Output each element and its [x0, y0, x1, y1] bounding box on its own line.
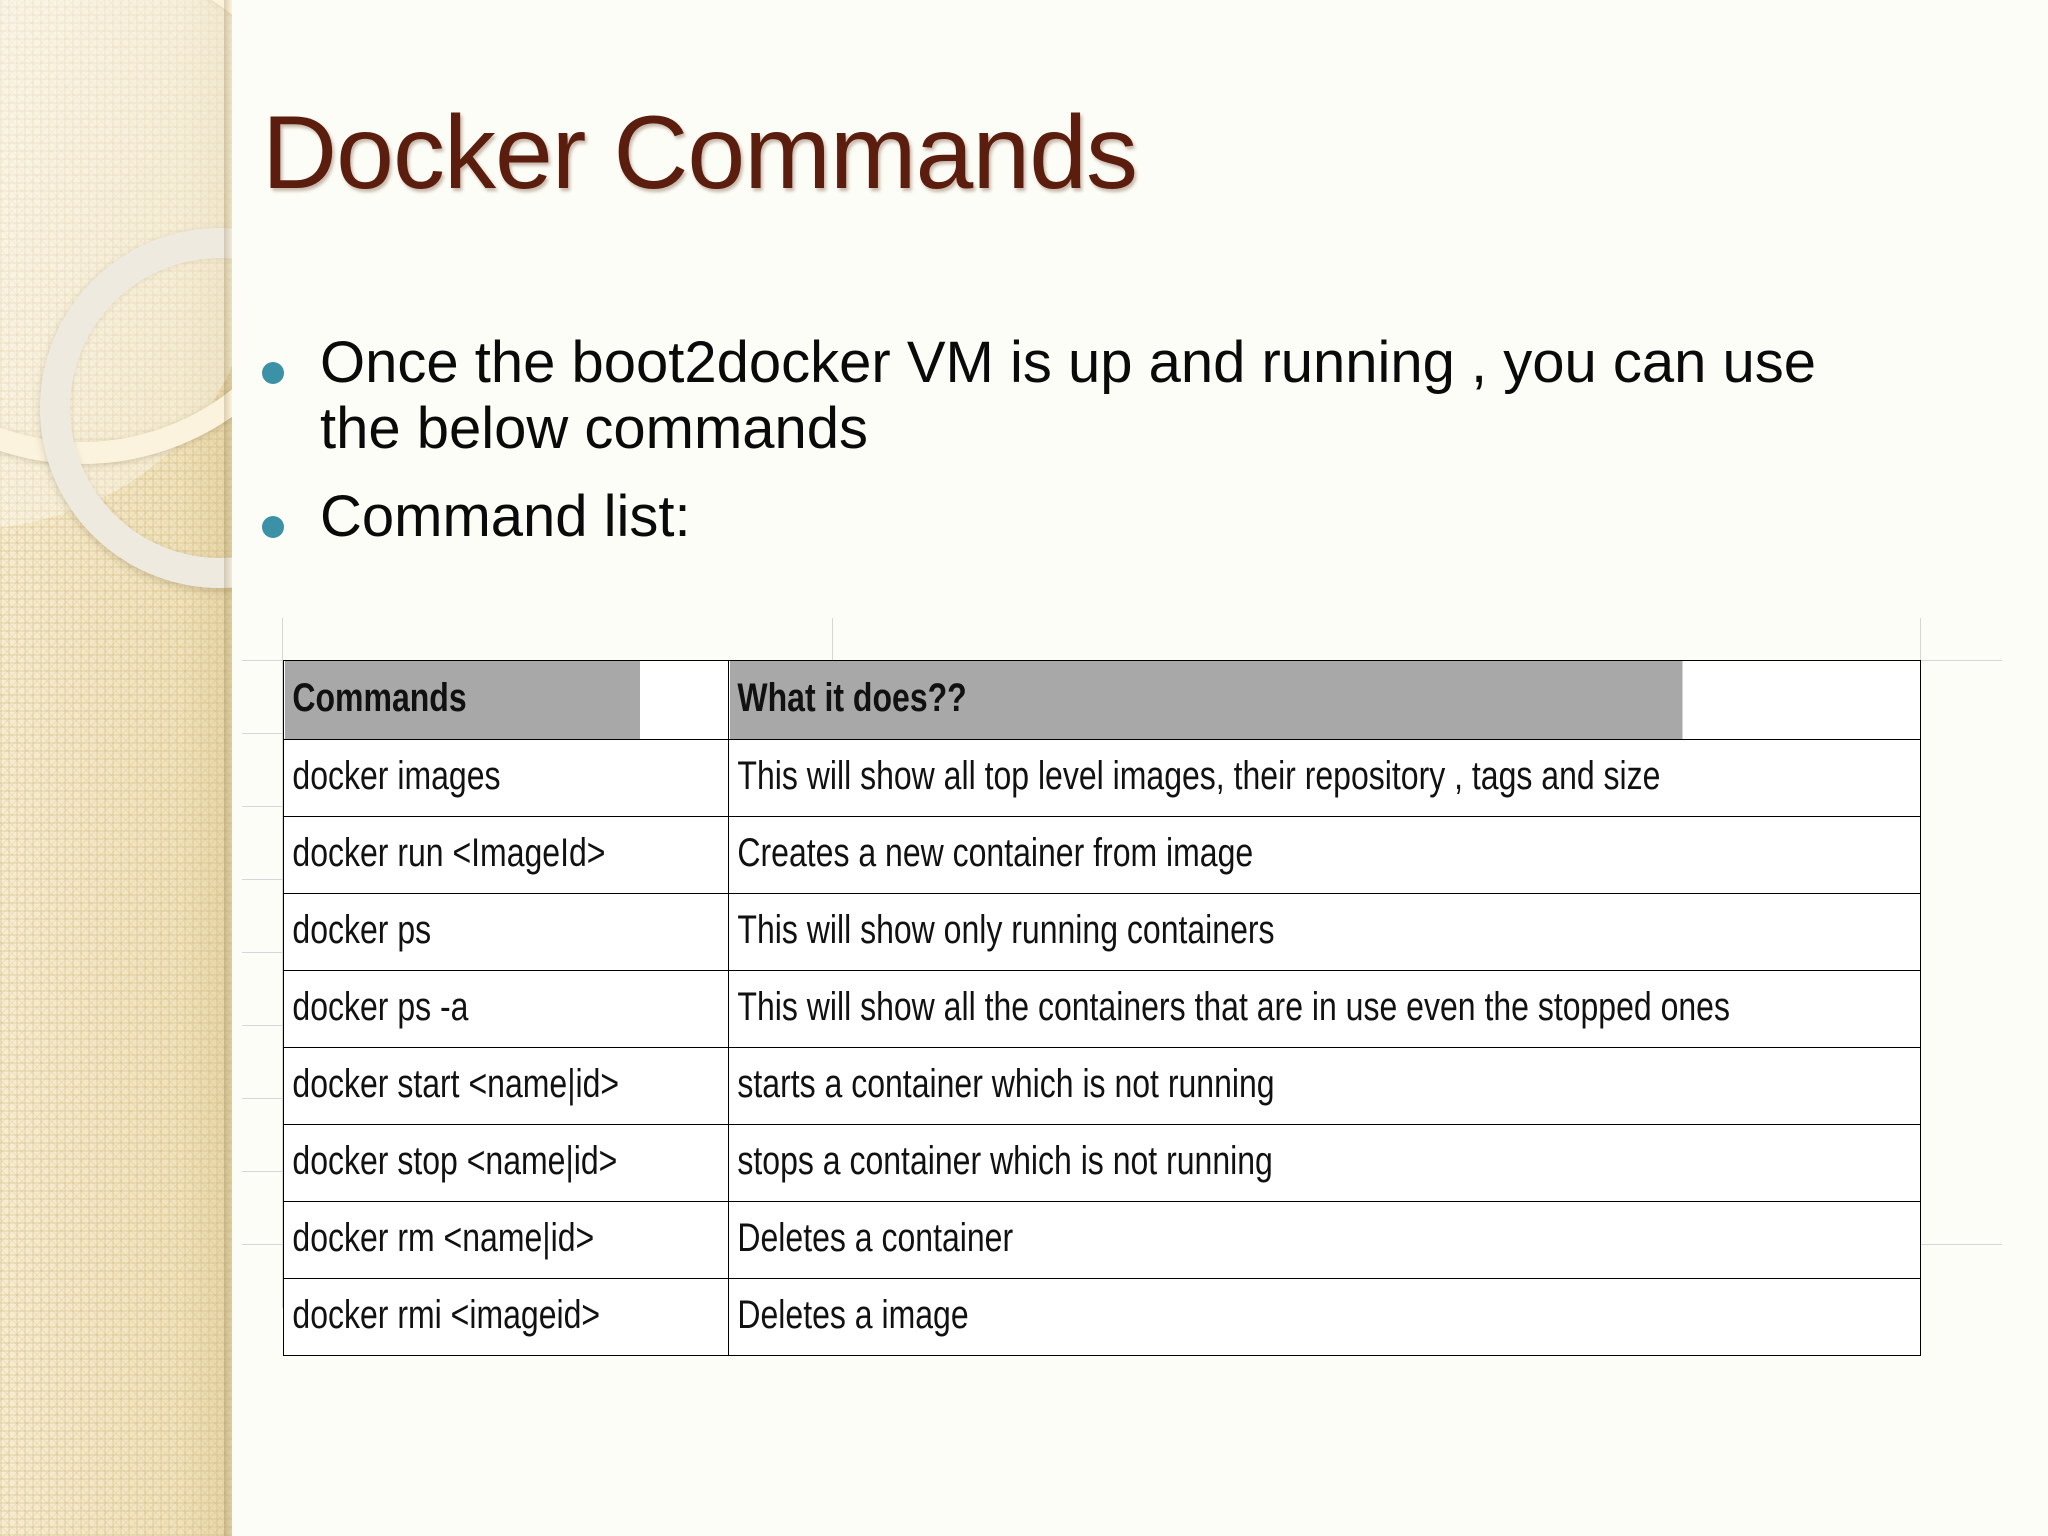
- cell-command: docker start <name|id>: [283, 1047, 640, 1125]
- table-row: docker rmi <imageid> Deletes a image: [283, 1278, 1921, 1356]
- worksheet-gridline: [242, 733, 288, 734]
- bullet-list: Once the boot2docker VM is up and runnin…: [262, 330, 1902, 572]
- worksheet-gridline: [242, 1171, 288, 1172]
- cell-command: docker rm <name|id>: [283, 1201, 640, 1279]
- worksheet-gridline: [1914, 1244, 2002, 1245]
- cell-command: docker run <ImageId>: [283, 816, 640, 894]
- cell-command: docker images: [283, 739, 640, 817]
- column-header-commands: Commands: [283, 660, 640, 740]
- worksheet-gridline: [242, 952, 288, 953]
- sidebar-edge-shadow: [224, 0, 232, 1536]
- table-row: docker ps This will show only running co…: [283, 893, 1921, 971]
- table-row: docker ps -a This will show all the cont…: [283, 970, 1921, 1048]
- bullet-dot-icon: [262, 362, 284, 384]
- cell-description: stops a container which is not running: [728, 1124, 1683, 1202]
- table-row: docker rm <name|id> Deletes a container: [283, 1201, 1921, 1279]
- slide-content: Docker Commands Once the boot2docker VM …: [232, 0, 2048, 1536]
- worksheet-gridline: [242, 660, 288, 661]
- bullet-text: Once the boot2docker VM is up and runnin…: [320, 330, 1817, 462]
- embedded-spreadsheet-object[interactable]: Commands What it does?? docker images Th…: [242, 618, 2002, 1356]
- table-header-row: Commands What it does??: [283, 660, 1921, 740]
- table-row: docker images This will show all top lev…: [283, 739, 1921, 817]
- cell-description: This will show all top level images, the…: [728, 739, 1683, 817]
- worksheet-gridline: [242, 1098, 288, 1099]
- page-title: Docker Commands: [262, 95, 1138, 211]
- slide-decorative-sidebar: [0, 0, 232, 1536]
- worksheet-gridline: [242, 1025, 288, 1026]
- list-item: Command list:: [262, 484, 1902, 550]
- cell-command: docker rmi <imageid>: [283, 1278, 640, 1356]
- table-row: docker start <name|id> starts a containe…: [283, 1047, 1921, 1125]
- table-row: docker stop <name|id> stops a container …: [283, 1124, 1921, 1202]
- worksheet-gridline: [282, 618, 283, 1308]
- table-row: docker run <ImageId> Creates a new conta…: [283, 816, 1921, 894]
- cell-description: This will show all the containers that a…: [728, 970, 1729, 1048]
- worksheet-gridline: [242, 806, 288, 807]
- cell-description: Deletes a container: [728, 1201, 1683, 1279]
- column-header-what-it-does: What it does??: [728, 660, 1683, 740]
- cell-command: docker ps -a: [283, 970, 640, 1048]
- worksheet-gridline: [242, 879, 288, 880]
- cell-command: docker stop <name|id>: [283, 1124, 640, 1202]
- bullet-dot-icon: [262, 516, 284, 539]
- cell-description: Deletes a image: [728, 1278, 1683, 1356]
- cell-description: This will show only running containers: [728, 893, 1683, 971]
- bullet-text: Command list:: [320, 484, 691, 550]
- cell-command: docker ps: [283, 893, 640, 971]
- worksheet-gridline: [1914, 660, 2002, 661]
- docker-commands-table: Commands What it does?? docker images Th…: [283, 660, 1921, 1356]
- list-item: Once the boot2docker VM is up and runnin…: [262, 330, 1902, 462]
- cell-description: starts a container which is not running: [728, 1047, 1683, 1125]
- cell-description: Creates a new container from image: [728, 816, 1683, 894]
- worksheet-gridline: [242, 1244, 288, 1245]
